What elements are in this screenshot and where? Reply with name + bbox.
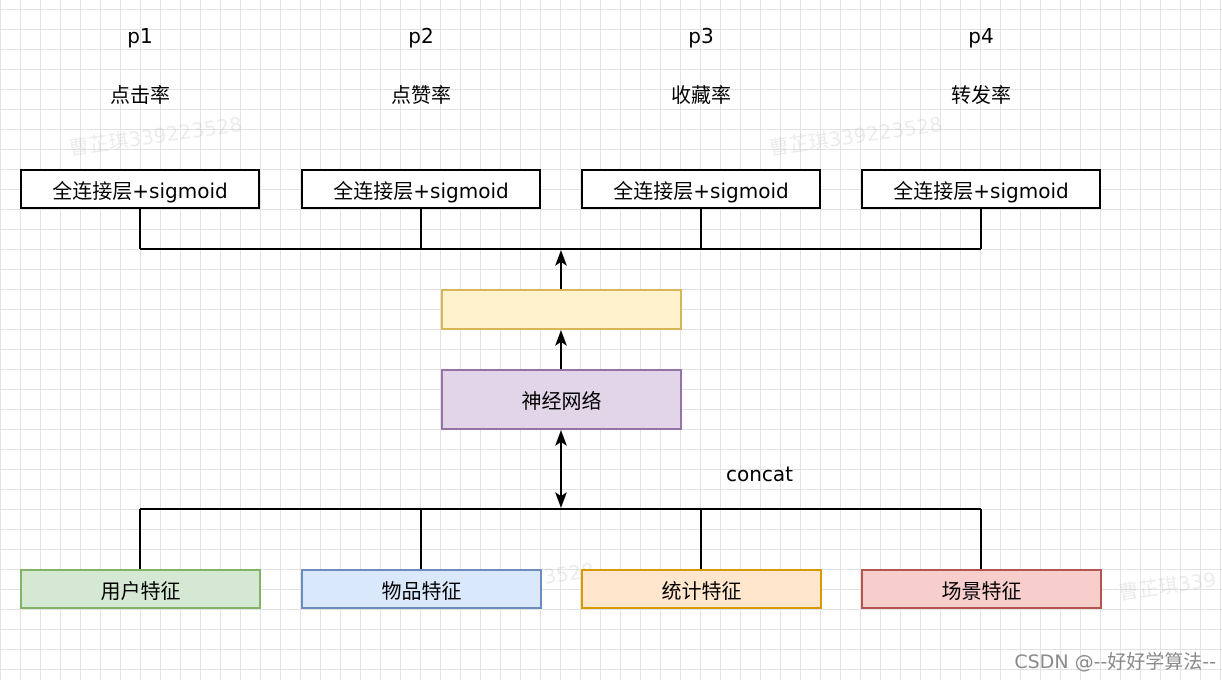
feature-box-user: 用户特征	[20, 569, 261, 609]
neural-network-label: 神经网络	[521, 389, 602, 413]
arrowhead-network-to-vector	[555, 330, 567, 346]
feature-box-stats: 统计特征	[581, 569, 822, 609]
feature-label-user: 用户特征	[100, 578, 181, 603]
output-prob-1: p1	[127, 24, 153, 48]
feature-label-scene: 场景特征	[941, 578, 1022, 603]
shared-vector-box	[441, 289, 682, 330]
output-prob-4: p4	[968, 24, 994, 48]
fc-sigmoid-box-1: 全连接层+sigmoid	[20, 169, 260, 209]
fc-sigmoid-box-3: 全连接层+sigmoid	[581, 169, 821, 209]
feature-box-item: 物品特征	[301, 569, 542, 609]
output-prob-3: p3	[688, 24, 714, 48]
csdn-footer: CSDN @--好好学算法--	[1014, 651, 1216, 673]
fc-sigmoid-label-1: 全连接层+sigmoid	[52, 178, 228, 203]
output-metric-3: 收藏率	[671, 83, 731, 107]
feature-label-stats: 统计特征	[661, 578, 742, 603]
arrowhead-down-concat	[555, 492, 567, 508]
output-metric-4: 转发率	[951, 83, 1011, 107]
neural-network-box: 神经网络	[441, 369, 682, 430]
arrowhead-up-network	[555, 430, 567, 446]
fc-sigmoid-label-3: 全连接层+sigmoid	[613, 178, 789, 203]
feature-box-scene: 场景特征	[861, 569, 1102, 609]
arrowhead-vector-to-bus	[555, 250, 567, 266]
fc-sigmoid-box-4: 全连接层+sigmoid	[861, 169, 1101, 209]
fc-sigmoid-box-2: 全连接层+sigmoid	[301, 169, 541, 209]
output-metric-1: 点击率	[110, 83, 170, 107]
output-metric-2: 点赞率	[391, 83, 451, 107]
concat-label: concat	[726, 462, 794, 486]
fc-sigmoid-label-2: 全连接层+sigmoid	[333, 178, 509, 203]
fc-sigmoid-label-4: 全连接层+sigmoid	[893, 178, 1069, 203]
output-prob-2: p2	[408, 24, 434, 48]
feature-label-item: 物品特征	[381, 578, 462, 603]
